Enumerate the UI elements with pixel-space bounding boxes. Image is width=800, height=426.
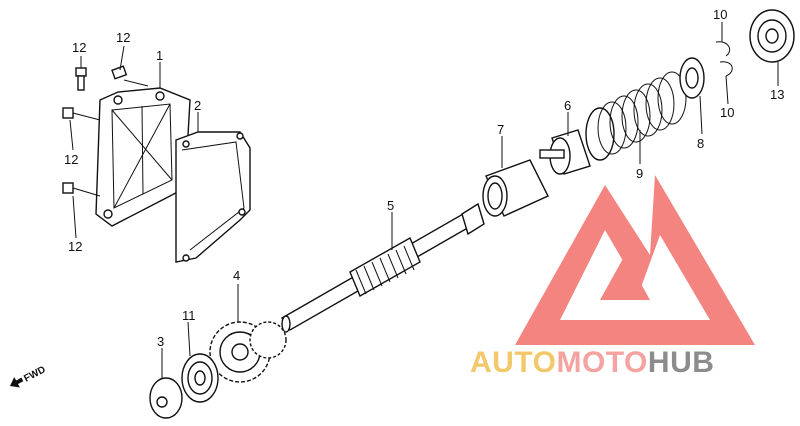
callout-3: 3 (157, 334, 164, 349)
callout-8: 8 (697, 136, 704, 151)
part-6-hub (539, 129, 591, 175)
callout-10: 10 (713, 7, 727, 22)
part-7-sleeve (482, 159, 549, 217)
part-13-bearing (749, 9, 795, 63)
part-2-gasket (175, 131, 251, 263)
fwd-label: FWD (22, 364, 47, 384)
callout-12: 12 (116, 30, 130, 45)
watermark-logo (515, 175, 755, 345)
callout-5: 5 (387, 198, 394, 213)
watermark-hub: HUB (648, 346, 715, 379)
callouts: 12 12 1 2 12 12 5 7 6 9 8 10 10 13 4 11 … (64, 7, 784, 349)
part-4-gear (209, 321, 287, 383)
callout-12: 12 (72, 40, 86, 55)
callout-9: 9 (636, 166, 643, 181)
fwd-indicator: FWD (10, 364, 48, 388)
callout-10: 10 (720, 105, 734, 120)
callout-13: 13 (770, 87, 784, 102)
callout-12: 12 (64, 152, 78, 167)
part-9-spring (585, 71, 687, 161)
watermark-text: AUTOMOTOHUB (470, 346, 714, 379)
bolt-icon (111, 65, 149, 87)
part-5-shaft (281, 202, 485, 333)
callout-12: 12 (68, 239, 82, 254)
callout-6: 6 (564, 98, 571, 113)
callout-4: 4 (233, 268, 240, 283)
part-11-bearing (181, 353, 219, 403)
part-12-bolts (62, 65, 149, 197)
bolt-icon (75, 67, 87, 91)
part-10-circlips (715, 41, 733, 77)
watermark-moto: MOTO (556, 346, 647, 379)
callout-7: 7 (497, 122, 504, 137)
callout-11: 11 (182, 308, 196, 323)
callout-1: 1 (156, 48, 163, 63)
bolt-icon (62, 107, 101, 121)
watermark-auto: AUTO (470, 346, 556, 379)
callout-2: 2 (194, 98, 201, 113)
leader-lines (69, 22, 779, 378)
bolt-icon (62, 182, 101, 197)
part-8-retainer (679, 57, 705, 99)
part-3-cap (149, 377, 183, 419)
arrow-icon (10, 376, 24, 388)
